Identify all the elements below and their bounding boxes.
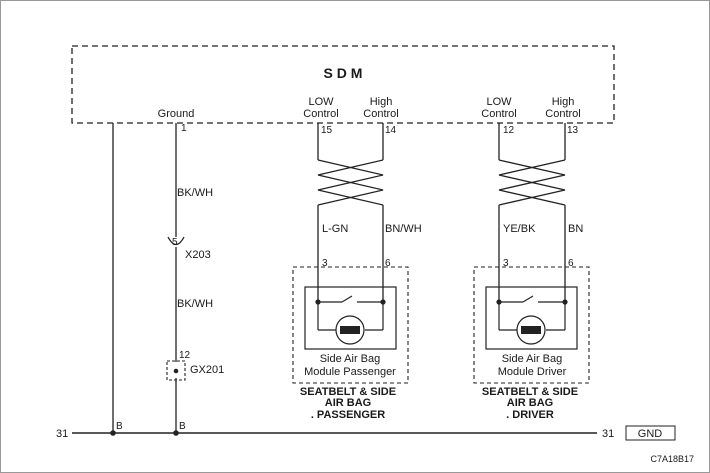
drv-pin-low: 3 [503,258,509,269]
drv-title-1: SEATBELT & SIDE [482,386,578,398]
gx201-label: GX201 [190,364,224,376]
pass-module-label-1: Side Air Bag [320,353,381,365]
pass-high-label-2: Control [363,108,398,120]
drv-pin-high: 6 [568,258,574,269]
pass-pin-high: 6 [385,258,391,269]
drv-title-2: AIR BAG [507,397,553,409]
pass-low-label-1: LOW [308,96,334,108]
passenger-module-connector [292,266,409,384]
drv-low-label-2: Control [481,108,516,120]
pass-title-2: AIR BAG [325,397,371,409]
splice-right-dot [173,430,179,436]
pass-wire-high-color: BN/WH [385,223,422,235]
passenger-squib [315,295,386,345]
pass-module-label-2: Module Passenger [304,366,396,378]
splice-left-label: B [116,421,123,432]
pass-high-pin: 14 [385,125,397,136]
splice-right-label: B [179,421,186,432]
pass-title-1: SEATBELT & SIDE [300,386,396,398]
ground-wire [167,123,185,433]
x203-label: X203 [185,249,211,261]
drv-high-pin: 13 [567,125,579,136]
pass-low-pin: 15 [321,125,333,136]
gx201-box [166,360,186,381]
drv-low-label-1: LOW [486,96,512,108]
x203-pin: 5 [172,237,178,248]
sdm-title: S D M [324,65,363,81]
ground-wire-color-bottom: BK/WH [177,298,213,310]
gx201-pin: 12 [179,350,191,361]
splice-left-dot [110,430,116,436]
drv-wire-low-color: YE/BK [503,223,536,235]
passenger-twisted-pair [317,123,384,300]
drv-wire-high-color: BN [568,223,583,235]
drv-high-label-1: High [552,96,575,108]
gnd-label: GND [638,428,663,440]
drv-module-label-2: Module Driver [498,366,567,378]
driver-module-connector [473,266,590,384]
drv-module-label-1: Side Air Bag [502,353,563,365]
bus-right-number: 31 [602,428,614,440]
pass-title-3: . PASSENGER [311,409,385,421]
ground-pin-1: 1 [181,123,187,134]
passenger-module-box [304,286,397,350]
pass-pin-low: 3 [322,258,328,269]
drv-high-label-2: Control [545,108,580,120]
ground-wire-color-top: BK/WH [177,187,213,199]
gnd-box [625,425,676,441]
gx201-dot [173,368,179,374]
pass-low-label-2: Control [303,108,338,120]
ground-label: Ground [158,108,195,120]
driver-twisted-pair [498,123,566,300]
driver-squib [496,295,568,345]
pass-wire-low-color: L-GN [322,223,348,235]
pass-high-label-1: High [370,96,393,108]
drv-title-3: . DRIVER [506,409,554,421]
driver-module-box [485,286,578,350]
bus-left-number: 31 [56,428,68,440]
figure-id: C7A18B17 [650,454,694,464]
sdm-box [71,45,615,124]
drv-low-pin: 12 [503,125,515,136]
